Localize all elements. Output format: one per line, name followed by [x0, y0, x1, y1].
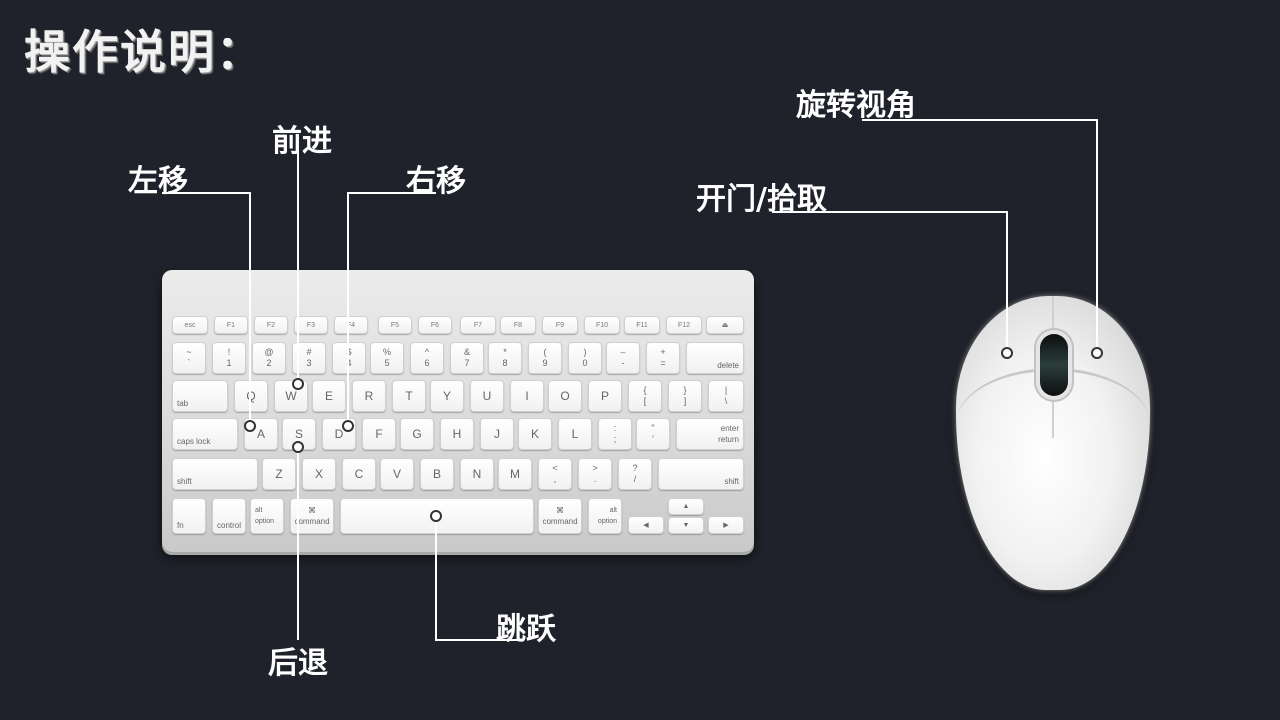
- key-4: $4: [332, 342, 366, 374]
- key-command-left: ⌘command: [290, 498, 334, 534]
- key-f2: F2: [254, 316, 288, 334]
- key-p: P: [588, 380, 622, 412]
- key-f1: F1: [214, 316, 248, 334]
- key-esc: esc: [172, 316, 208, 334]
- key-comma: <,: [538, 458, 572, 490]
- key-0: )0: [568, 342, 602, 374]
- key-eject: ⏏: [706, 316, 744, 334]
- key-f10: F10: [584, 316, 620, 334]
- key-h: H: [440, 418, 474, 450]
- mouse-scroll-wheel: [1040, 334, 1068, 396]
- key-f5: F5: [378, 316, 412, 334]
- key-z: Z: [262, 458, 296, 490]
- key-x: X: [302, 458, 336, 490]
- label-rotate-view: 旋转视角: [796, 88, 916, 123]
- key-r: R: [352, 380, 386, 412]
- arrow-right-key: ▶: [708, 516, 744, 534]
- label-forward: 前进: [272, 124, 332, 159]
- key-f3: F3: [294, 316, 328, 334]
- label-move-right: 右移: [406, 164, 466, 199]
- key-m: M: [498, 458, 532, 490]
- key-bracket-right: }]: [668, 380, 702, 412]
- key-minus: –-: [606, 342, 640, 374]
- key-fn: fn: [172, 498, 206, 534]
- key-d: D: [322, 418, 356, 450]
- key-quote: "': [636, 418, 670, 450]
- key-5: %5: [370, 342, 404, 374]
- arrow-left-key: ◀: [628, 516, 664, 534]
- key-b: B: [420, 458, 454, 490]
- key-f12: F12: [666, 316, 702, 334]
- key-delete: delete: [686, 342, 744, 374]
- key-y: Y: [430, 380, 464, 412]
- key-u: U: [470, 380, 504, 412]
- key-j: J: [480, 418, 514, 450]
- key-backtick: ~`: [172, 342, 206, 374]
- key-period: >.: [578, 458, 612, 490]
- page-title: 操作说明：: [24, 25, 264, 79]
- keyboard-illustration: esc F1 F2 F3 F4 F5 F6 F7 F8 F9 F10 F11 F…: [162, 270, 754, 552]
- key-n: N: [460, 458, 494, 490]
- key-slash: ?/: [618, 458, 652, 490]
- key-space: [340, 498, 534, 534]
- key-s: S: [282, 418, 316, 450]
- key-l: L: [558, 418, 592, 450]
- key-control: control: [212, 498, 246, 534]
- key-f7: F7: [460, 316, 496, 334]
- key-f11: F11: [624, 316, 660, 334]
- key-tab: tab: [172, 380, 228, 412]
- key-f4: F4: [334, 316, 368, 334]
- key-a: A: [244, 418, 278, 450]
- key-shift-right: shift: [658, 458, 744, 490]
- key-o: O: [548, 380, 582, 412]
- arrow-up-key: ▲: [668, 498, 704, 515]
- key-1: !1: [212, 342, 246, 374]
- key-i: I: [510, 380, 544, 412]
- key-q: Q: [234, 380, 268, 412]
- key-f: F: [362, 418, 396, 450]
- key-f6: F6: [418, 316, 452, 334]
- key-equals: +=: [646, 342, 680, 374]
- key-shift-left: shift: [172, 458, 258, 490]
- key-c: C: [342, 458, 376, 490]
- key-k: K: [518, 418, 552, 450]
- key-7: &7: [450, 342, 484, 374]
- mouse-illustration: [956, 296, 1150, 590]
- key-e: E: [312, 380, 346, 412]
- key-command-right: ⌘command: [538, 498, 582, 534]
- callout-open-line: [772, 211, 1008, 353]
- key-f8: F8: [500, 316, 536, 334]
- key-3: #3: [292, 342, 326, 374]
- label-back: 后退: [268, 646, 328, 681]
- key-9: (9: [528, 342, 562, 374]
- key-caps-lock: caps lock: [172, 418, 238, 450]
- key-2: @2: [252, 342, 286, 374]
- key-backslash: |\: [708, 380, 744, 412]
- key-6: ^6: [410, 342, 444, 374]
- key-g: G: [400, 418, 434, 450]
- label-jump: 跳跃: [496, 612, 556, 647]
- key-v: V: [380, 458, 414, 490]
- key-t: T: [392, 380, 426, 412]
- key-w: W: [274, 380, 308, 412]
- arrow-down-key: ▼: [668, 517, 704, 534]
- label-open-pick: 开门/拾取: [696, 182, 827, 217]
- key-semicolon: :;: [598, 418, 632, 450]
- label-move-left: 左移: [128, 164, 188, 199]
- key-8: *8: [488, 342, 522, 374]
- key-bracket-left: {[: [628, 380, 662, 412]
- key-f9: F9: [542, 316, 578, 334]
